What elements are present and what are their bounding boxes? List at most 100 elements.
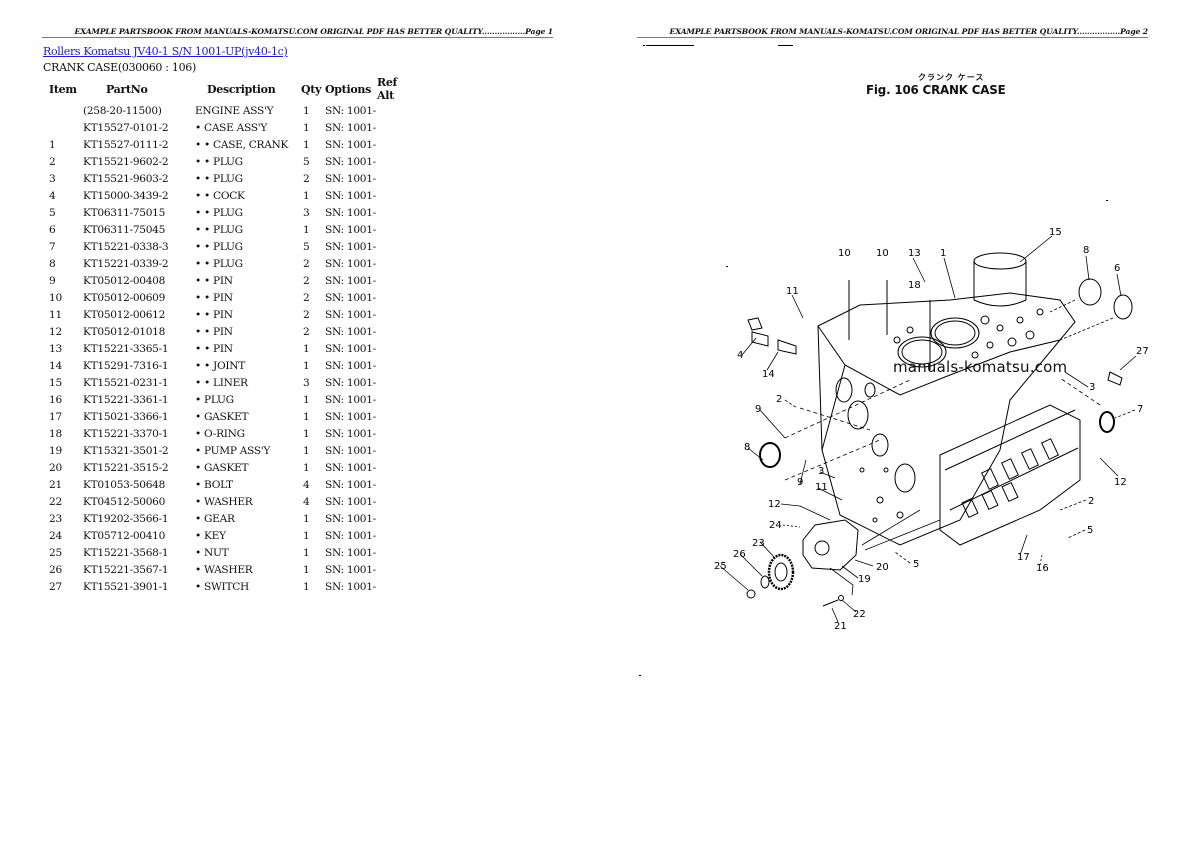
cell-ref-alt <box>377 357 417 374</box>
callout-label: 12 <box>1114 477 1127 488</box>
cell-qty: 5 <box>303 155 310 168</box>
callout-label: 2 <box>1088 496 1095 507</box>
cell-qty: 1 <box>303 427 310 440</box>
cell-description: • • PLUG <box>195 155 243 168</box>
cell-options: SN: 1001- <box>325 410 376 423</box>
model-link[interactable]: Rollers Komatsu JV40-1 S/N 1001-UP(jv40-… <box>43 45 288 58</box>
cell-ref-alt <box>377 323 417 340</box>
cell-qty: 1 <box>303 393 310 406</box>
cell-description: • • PIN <box>195 342 233 355</box>
cell-item: 15 <box>49 376 62 389</box>
cell-description: • • PLUG <box>195 257 243 270</box>
cell-part-no: KT01053-50648 <box>83 478 166 491</box>
callout-label: 10 <box>876 248 889 259</box>
cell-item: 19 <box>49 444 62 457</box>
cell-item: 8 <box>49 257 56 270</box>
cell-description: • • PLUG <box>195 240 243 253</box>
cell-item: 7 <box>49 240 56 253</box>
cell-part-no: KT05012-01018 <box>83 325 166 338</box>
cell-description: ENGINE ASS'Y <box>195 104 274 117</box>
cell-part-no: KT19202-3566-1 <box>83 512 169 525</box>
callout-label: 20 <box>876 562 889 573</box>
cell-ref-alt <box>377 459 417 476</box>
cell-part-no: (258-20-11500) <box>83 104 162 117</box>
cell-ref-alt <box>377 204 417 221</box>
cell-part-no: KT15527-0111-2 <box>83 138 169 151</box>
cell-ref-alt <box>377 136 417 153</box>
cell-item: 18 <box>49 427 62 440</box>
callout-label: 25 <box>714 561 727 572</box>
callout-label: 22 <box>853 609 866 620</box>
cell-ref-alt <box>377 170 417 187</box>
cell-qty: 1 <box>303 512 310 525</box>
table-row: 23 KT19202-3566-1 • GEAR 1 SN: 1001- <box>43 510 417 527</box>
cell-item: 25 <box>49 546 62 559</box>
callout-label: 7 <box>1137 404 1144 415</box>
cell-part-no: KT15527-0101-2 <box>83 121 169 134</box>
column-header-ref-alt: Ref Alt <box>377 76 397 102</box>
cell-part-no: KT15021-3366-1 <box>83 410 169 423</box>
cell-description: • • PIN <box>195 308 233 321</box>
cell-description: • GASKET <box>195 410 249 423</box>
cell-qty: 1 <box>303 359 310 372</box>
cell-description: • GEAR <box>195 512 235 525</box>
callout-label: 23 <box>752 538 765 549</box>
callout-label: 27 <box>1136 346 1149 357</box>
cell-part-no: KT15221-3568-1 <box>83 546 169 559</box>
cell-qty: 2 <box>303 274 310 287</box>
cell-qty: 2 <box>303 257 310 270</box>
cell-ref-alt <box>377 476 417 493</box>
cell-description: • • JOINT <box>195 359 245 372</box>
column-header-item: Item <box>49 82 77 96</box>
cell-description: • • PLUG <box>195 206 243 219</box>
cell-item: 3 <box>49 172 56 185</box>
cell-description: • SWITCH <box>195 580 249 593</box>
cell-item: 9 <box>49 274 56 287</box>
callout-label: 3 <box>1089 382 1096 393</box>
cell-options: SN: 1001- <box>325 121 376 134</box>
cell-options: SN: 1001- <box>325 308 376 321</box>
cell-ref-alt <box>377 153 417 170</box>
stray-mark <box>643 45 645 46</box>
cell-description: • • LINER <box>195 376 248 389</box>
cell-options: SN: 1001- <box>325 512 376 525</box>
section-title: CRANK CASE(030060 : 106) <box>43 61 196 74</box>
cell-ref-alt <box>377 102 417 119</box>
cell-ref-alt <box>377 527 417 544</box>
callout-label: 14 <box>762 369 775 380</box>
stray-mark <box>1106 200 1108 201</box>
rule-line <box>778 45 793 46</box>
callout-label: 2 <box>776 394 783 405</box>
table-header-row: Item PartNo Description Qty Options Ref … <box>43 76 417 102</box>
cell-qty: 2 <box>303 308 310 321</box>
callout-label: 26 <box>733 549 746 560</box>
cell-item: 20 <box>49 461 62 474</box>
callout-label: 24 <box>769 520 782 531</box>
cell-options: SN: 1001- <box>325 376 376 389</box>
cell-options: SN: 1001- <box>325 104 376 117</box>
cell-description: • • COCK <box>195 189 245 202</box>
cell-qty: 1 <box>303 563 310 576</box>
callout-label: 4 <box>737 350 744 361</box>
column-header-description: Description <box>207 82 276 96</box>
rule-line <box>646 45 694 46</box>
page-1-header: EXAMPLE PARTSBOOK FROM MANUALS-KOMATSU.C… <box>42 27 553 38</box>
cell-ref-alt <box>377 578 417 595</box>
column-header-options: Options <box>325 82 371 96</box>
cell-item: 23 <box>49 512 62 525</box>
column-header-partno: PartNo <box>106 82 148 96</box>
cell-part-no: KT15221-3365-1 <box>83 342 169 355</box>
cell-options: SN: 1001- <box>325 206 376 219</box>
cell-qty: 2 <box>303 172 310 185</box>
cell-ref-alt <box>377 493 417 510</box>
